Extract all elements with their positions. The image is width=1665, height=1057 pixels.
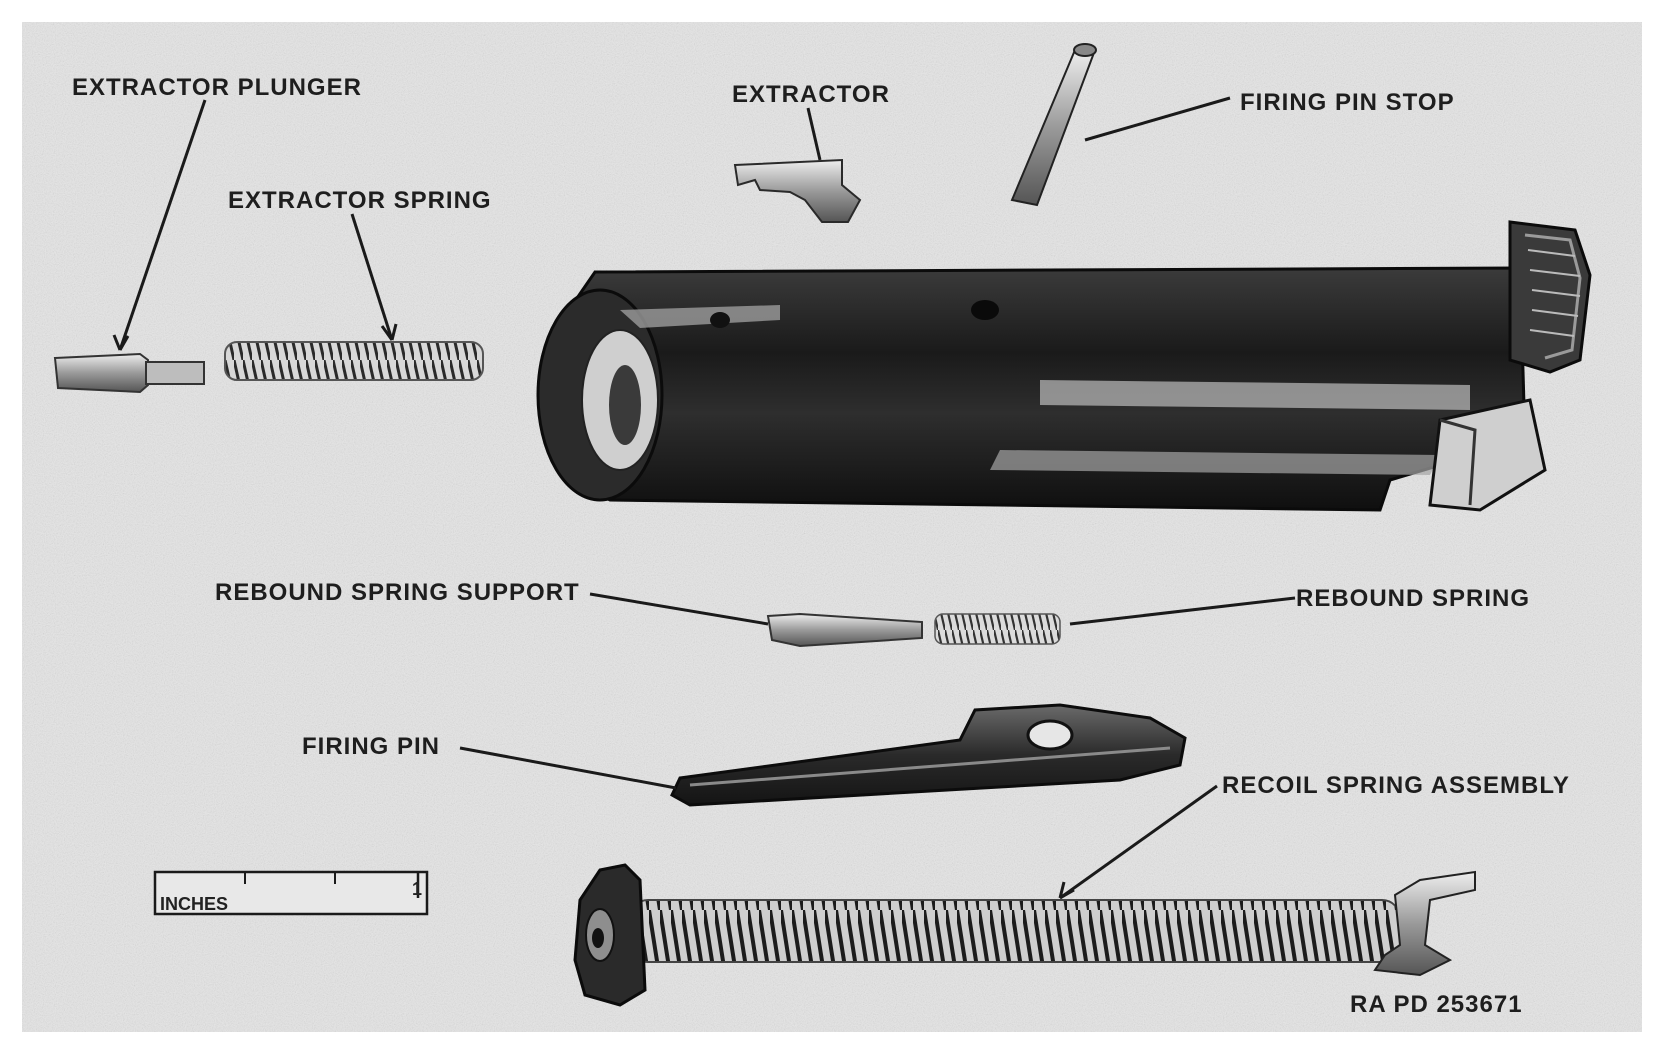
label-extractor: EXTRACTOR bbox=[732, 81, 890, 108]
scale-tick-label: 1 bbox=[412, 879, 422, 899]
label-rebound-spring: REBOUND SPRING bbox=[1296, 585, 1530, 612]
leader-lines bbox=[112, 96, 1296, 900]
scale-unit-label: INCHES bbox=[160, 894, 228, 914]
recoil-spring-assembly-part bbox=[573, 863, 1476, 1007]
firing-pin-stop-part bbox=[1010, 43, 1097, 207]
firing-pin-part bbox=[670, 703, 1187, 807]
bolt-body-part bbox=[536, 220, 1592, 512]
rebound-spring-support-part bbox=[766, 612, 923, 648]
scale-bar: INCHES 1 bbox=[153, 870, 429, 916]
label-extractor-spring: EXTRACTOR SPRING bbox=[228, 187, 492, 214]
label-rebound-spring-support: REBOUND SPRING SUPPORT bbox=[215, 579, 580, 606]
rebound-spring-part bbox=[934, 613, 1061, 645]
label-recoil-spring-assembly: RECOIL SPRING ASSEMBLY bbox=[1222, 772, 1570, 799]
label-extractor-plunger: EXTRACTOR PLUNGER bbox=[72, 74, 362, 101]
label-firing-pin-stop: FIRING PIN STOP bbox=[1240, 89, 1455, 116]
label-firing-pin: FIRING PIN bbox=[302, 733, 440, 760]
figure-reference: RA PD 253671 bbox=[1350, 991, 1523, 1018]
extractor-plunger-part bbox=[53, 352, 205, 394]
extractor-part bbox=[733, 158, 862, 223]
extractor-spring-part bbox=[224, 341, 484, 381]
